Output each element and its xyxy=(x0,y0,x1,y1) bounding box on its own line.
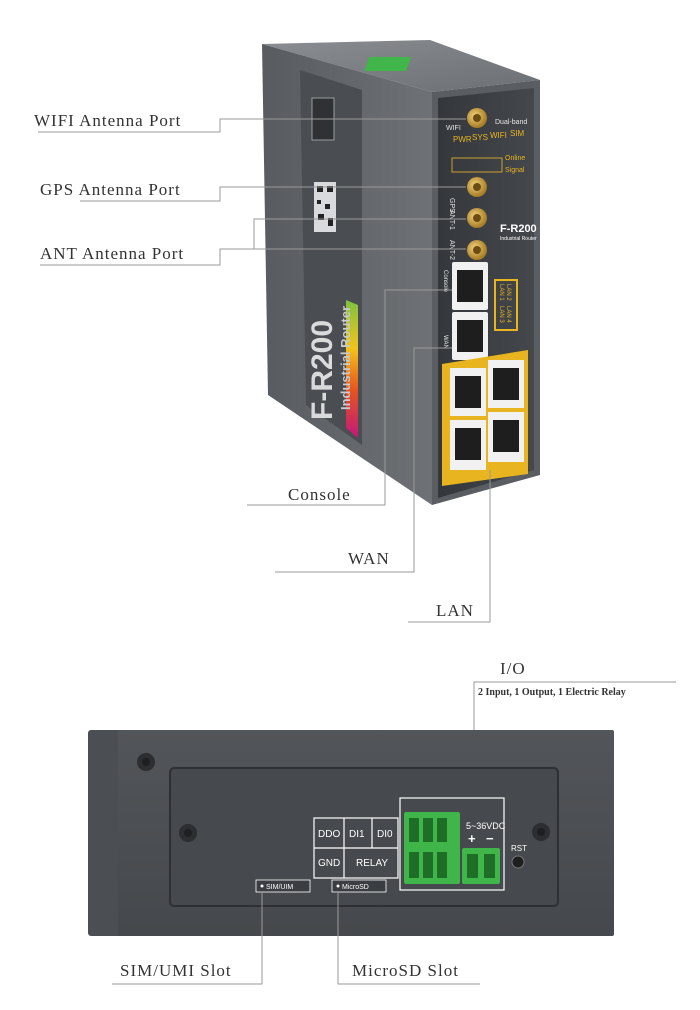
console-label: Console xyxy=(288,485,351,504)
wan-port xyxy=(452,312,488,360)
top-callout-labels: WIFI Antenna Port GPS Antenna Port ANT A… xyxy=(34,111,474,620)
ant2-antenna-connector xyxy=(467,240,487,260)
lan-label: LAN xyxy=(436,601,474,620)
io-bracket-box xyxy=(399,797,505,891)
side-model-text: F-R200 xyxy=(306,320,339,420)
sim-slot-label: SIM/UMI Slot xyxy=(120,961,232,980)
lan-label-tag xyxy=(494,279,518,331)
side-subtitle-text: Industrial Router xyxy=(338,306,353,410)
lan-tag-text-1: LAN 1 xyxy=(498,284,504,301)
led-label-wifi: WIFI xyxy=(490,131,507,140)
ant-leader-line xyxy=(40,218,466,266)
face-model-text: F-R200 xyxy=(500,223,537,235)
sim-leader-line xyxy=(112,892,263,985)
screw-panel-right xyxy=(532,823,550,841)
top-green-label xyxy=(364,57,412,71)
microsd-slot-tag: MicroSD xyxy=(331,879,387,893)
green-terminal-block xyxy=(404,812,460,884)
dual-band-label: Dual-band xyxy=(495,119,527,126)
reset-button[interactable] xyxy=(511,855,525,869)
wan-face-label: WAN xyxy=(442,335,448,349)
gps-leader-line xyxy=(80,186,466,202)
bottom-inner-panel xyxy=(169,767,559,907)
terminal-di1: DI1 xyxy=(349,829,365,840)
rst-label: RST xyxy=(511,844,527,853)
wifi-antenna-connector xyxy=(467,108,487,128)
io-description: 2 Input, 1 Output, 1 Electric Relay xyxy=(478,687,626,698)
signal-label: Signal xyxy=(505,167,525,174)
lan-tag-text-4: LAN 4 xyxy=(505,306,511,323)
signal-led-bar xyxy=(451,157,503,173)
ant1-antenna-connector xyxy=(467,208,487,228)
lan-port-2 xyxy=(488,360,524,408)
gps-antenna-port-label: GPS Antenna Port xyxy=(40,180,181,199)
router-3d-view: F-R200 Industrial Router WIFI Dual-band … xyxy=(262,40,540,505)
led-label-sys: SYS xyxy=(472,133,488,142)
microsd-slot-label: MicroSD Slot xyxy=(352,961,459,980)
gps-face-label: GPS xyxy=(448,198,455,213)
ant1-face-label: ANT-1 xyxy=(448,210,455,230)
power-plus-label: + xyxy=(468,831,476,846)
terminal-label-box: DDO DI1 DI0 GND RELAY xyxy=(313,817,399,879)
online-label: Online xyxy=(505,155,525,162)
sd-leader-line xyxy=(337,892,480,985)
microsd-slot-tag-text: MicroSD xyxy=(342,884,369,891)
ant2-face-label: ANT-2 xyxy=(448,240,455,260)
sim-slot-tag: SIM/UIM xyxy=(255,879,311,893)
router-bottom-view: DDO DI1 DI0 GND RELAY 5~36VDC + − RST xyxy=(88,730,614,936)
led-label-pwr: PWR xyxy=(453,135,472,144)
terminal-di0: DI0 xyxy=(377,829,393,840)
console-face-label: Console xyxy=(442,270,448,293)
terminal-gnd: GND xyxy=(318,858,340,869)
bottom-callout-lines xyxy=(112,892,480,985)
lan-port-3 xyxy=(450,420,486,470)
wan-leader-line xyxy=(275,347,452,573)
lan-port-4 xyxy=(488,412,524,462)
gps-antenna-connector xyxy=(467,177,487,197)
led-labels: PWR SYS WIFI SIM xyxy=(453,129,525,144)
side-rainbow-stripe xyxy=(346,300,358,438)
terminal-relay: RELAY xyxy=(356,858,388,869)
console-leader-line xyxy=(247,289,452,506)
screw-top-left xyxy=(137,753,155,771)
power-minus-label: − xyxy=(486,831,494,846)
lan-tag-text-3: LAN 3 xyxy=(498,306,504,323)
wifi-face-label: WIFI xyxy=(446,125,461,132)
terminal-ddo: DDO xyxy=(318,829,340,840)
power-terminal-block xyxy=(462,848,500,884)
power-spec-label: 5~36VDC xyxy=(466,821,506,831)
console-port xyxy=(452,262,488,310)
bottom-left-cap xyxy=(88,730,124,936)
lan-port-1 xyxy=(450,368,486,416)
io-title: I/O xyxy=(500,659,526,678)
sim-slot-tag-text: SIM/UIM xyxy=(266,884,293,891)
face-subtitle-text: Industrial Router xyxy=(500,236,537,242)
wifi-antenna-port-label: WIFI Antenna Port xyxy=(34,111,181,130)
lan-leader-line xyxy=(408,470,491,623)
screw-panel-left xyxy=(179,824,197,842)
wan-label: WAN xyxy=(348,549,390,568)
ant-antenna-port-label: ANT Antenna Port xyxy=(40,244,184,263)
top-callout-lines xyxy=(38,118,491,623)
lan-tag-text-2: LAN 2 xyxy=(505,284,511,301)
led-label-sim: SIM xyxy=(510,129,525,138)
wifi-leader-line xyxy=(38,118,466,133)
